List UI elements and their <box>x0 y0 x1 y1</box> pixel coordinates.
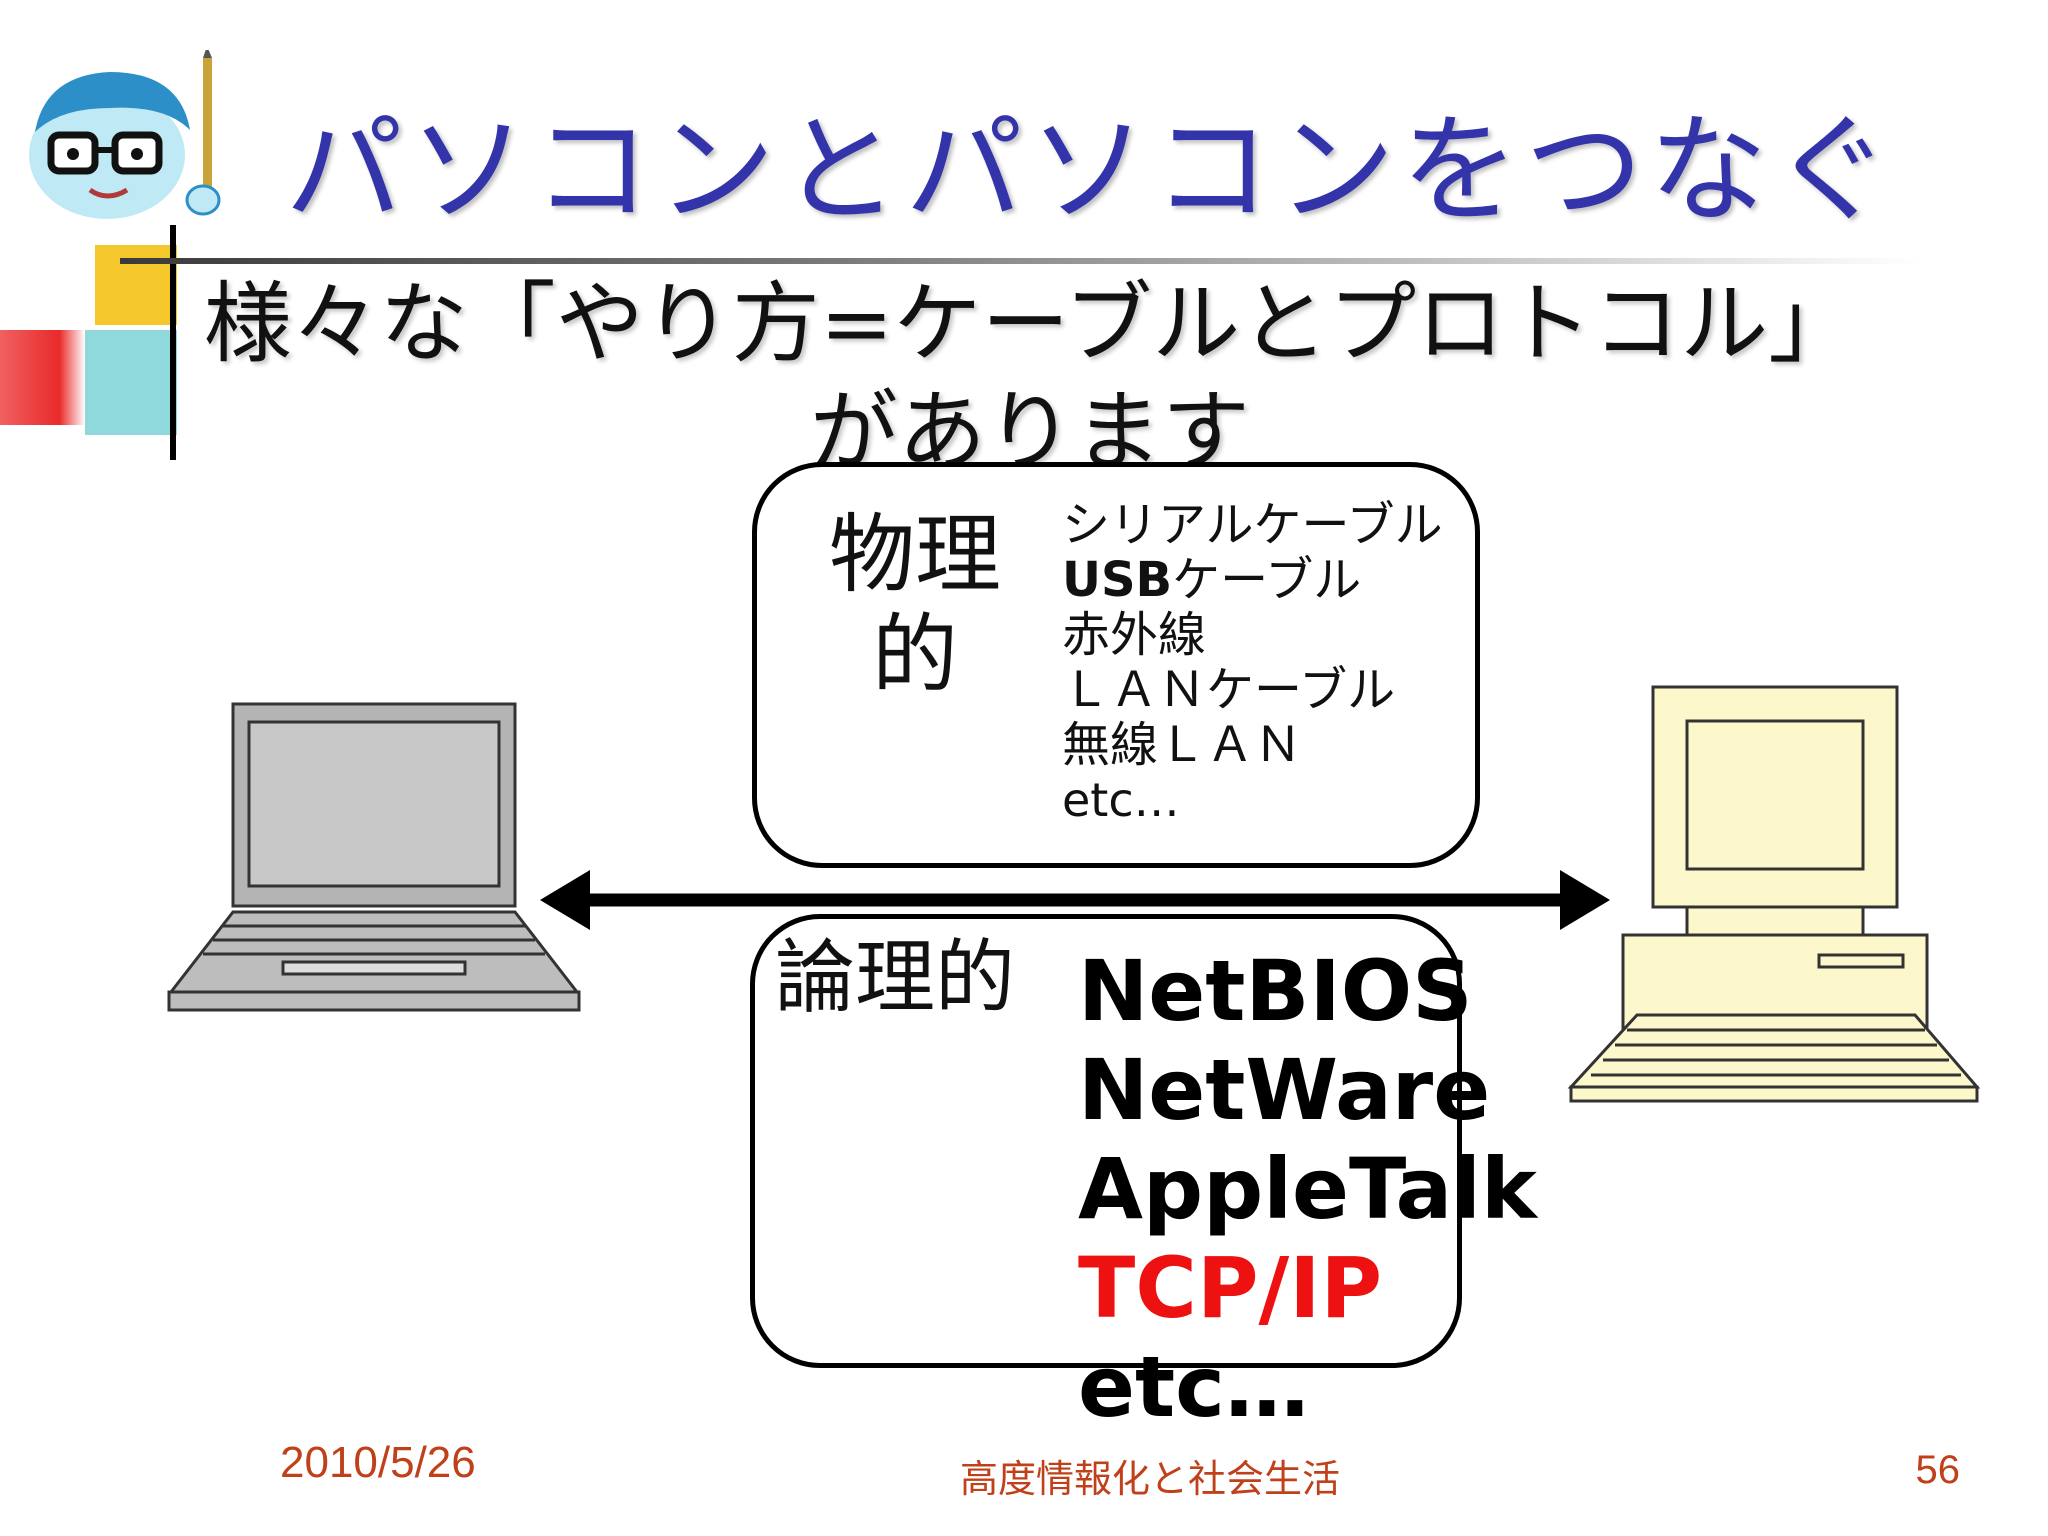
physical-item: USBケーブル <box>1062 553 1492 608</box>
footer-date: 2010/5/26 <box>280 1438 476 1487</box>
physical-heading-line-2: 的 <box>872 605 958 705</box>
physical-item-cable: ケーブル <box>1172 552 1362 608</box>
physical-item-etc: etc… <box>1062 773 1180 827</box>
footer-course-title: 高度情報化と社会生活 <box>959 1457 1340 1501</box>
decor-teal-square <box>85 330 177 435</box>
logical-item-highlight: TCP/IP <box>1078 1239 1383 1337</box>
laptop-icon <box>167 702 581 1012</box>
physical-connection-box <box>752 462 1480 868</box>
logical-item: etc… <box>1078 1338 1309 1436</box>
logical-protocol-list: NetBIOS NetWare AppleTalk TCP/IP etc… <box>1078 942 1598 1437</box>
title-divider <box>120 258 1920 264</box>
mascot-face-icon <box>29 50 221 219</box>
physical-item: ＬＡＮケーブル <box>1062 662 1396 718</box>
desktop-computer-icon <box>1567 685 1981 1103</box>
physical-item: etc… <box>1062 773 1492 828</box>
subtitle-line-1: 様々な「やり方=ケーブルとプロトコル」 <box>203 272 1857 375</box>
logical-item: NetBIOS <box>1078 942 1473 1040</box>
logical-heading: 論理的 <box>775 931 1015 1024</box>
logical-item: AppleTalk <box>1078 1140 1537 1238</box>
decor-vertical-line <box>170 225 176 460</box>
logical-connection-box <box>750 914 1462 1368</box>
physical-heading-line-1: 物理 <box>829 505 1001 605</box>
physical-heading: 物理 的 <box>815 505 1015 705</box>
decor-red-square <box>0 330 85 425</box>
physical-item: 無線ＬＡＮ <box>1062 717 1303 773</box>
slide-title: パソコンとパソコンをつなぐ <box>285 101 1898 239</box>
logical-item: NetWare <box>1078 1041 1491 1139</box>
decor-yellow-square <box>95 245 177 325</box>
physical-item-usb: USB <box>1062 552 1173 608</box>
double-headed-arrow-icon <box>540 870 1610 930</box>
physical-item: シリアルケーブル <box>1062 497 1443 553</box>
footer-page-number: 56 <box>1915 1448 1961 1492</box>
physical-item-list: シリアルケーブル USBケーブル 赤外線 ＬＡＮケーブル 無線ＬＡＮ etc… <box>1062 498 1492 828</box>
physical-item: 赤外線 <box>1062 607 1207 663</box>
slide-subtitle: 様々な「やり方=ケーブルとプロトコル」 があります <box>180 270 1880 486</box>
